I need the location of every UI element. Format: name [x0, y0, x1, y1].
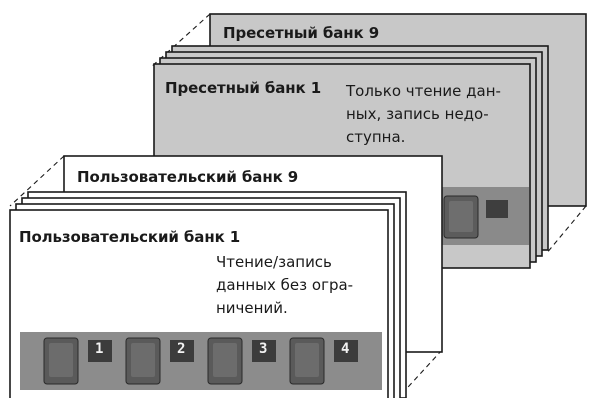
footswitch-face-2: [131, 343, 155, 377]
pedal-label-box-3: [252, 340, 276, 362]
user-pedal-row: [43, 337, 358, 385]
footswitch-face-4: [295, 343, 319, 377]
user-bank-note: Чтение/запись данных без огра- ничений.: [216, 253, 354, 317]
user-bank-stack: [9, 155, 443, 398]
user-bank-1-title: Пользовательский банк 1: [19, 228, 241, 246]
pedal-number-2: 2: [177, 341, 186, 357]
footswitch-face-1: [49, 343, 73, 377]
pedal-label-box-1: [88, 340, 112, 362]
pedal-number-4: 4: [341, 341, 350, 357]
pedal-label-box-4: [334, 340, 358, 362]
pedal-number-3: 3: [259, 341, 268, 357]
footswitch-face-3: [213, 343, 237, 377]
user-depth-line-top-left: [9, 155, 65, 207]
preset-depth-line-bottom-right: [545, 205, 587, 255]
preset-bank-9-title: Пресетный банк 9: [223, 24, 380, 42]
user-bank-9-title: Пользовательский банк 9: [77, 168, 299, 186]
preset-pedal-switch-face: [449, 201, 473, 232]
pedal-number-1: 1: [95, 341, 104, 357]
pedal-label-box-2: [170, 340, 194, 362]
preset-pedal-label-box: [486, 200, 508, 218]
preset-bank-1-title: Пресетный банк 1: [165, 79, 322, 97]
preset-bank-note: Только чтение дан- ных, запись недо- сту…: [346, 82, 501, 146]
